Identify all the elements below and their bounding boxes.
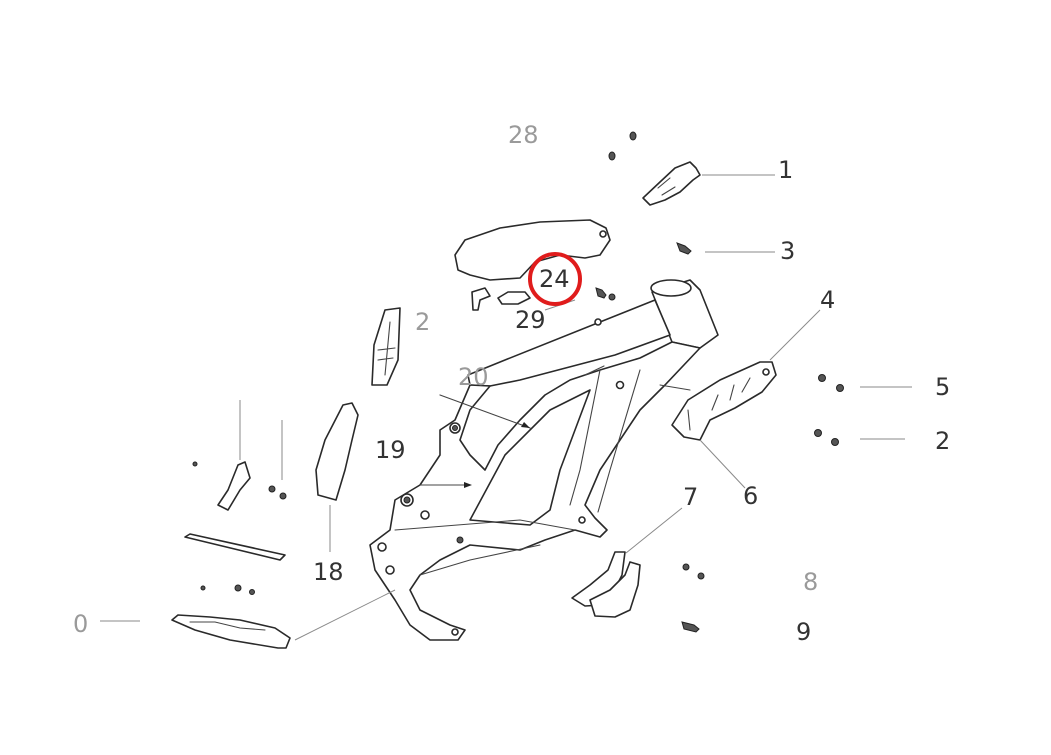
callout-28[interactable]: 28 xyxy=(508,121,539,149)
callout-3[interactable]: 3 xyxy=(780,237,795,265)
callout-24[interactable]: 24 xyxy=(539,265,570,293)
part-7-guards[interactable] xyxy=(571,507,683,618)
callout-1[interactable]: 1 xyxy=(778,156,793,184)
callout-29[interactable]: 29 xyxy=(515,306,546,334)
callout-21[interactable]: 2 xyxy=(415,308,430,336)
part-3-bolt[interactable] xyxy=(676,242,775,255)
part-29-clip[interactable] xyxy=(471,287,616,311)
callout-5[interactable]: 5 xyxy=(935,373,950,401)
callout-8[interactable]: 8 xyxy=(803,568,818,596)
part-8-9-fasteners[interactable] xyxy=(681,563,705,633)
callout-0[interactable]: 0 xyxy=(73,610,88,638)
callout-6[interactable]: 6 xyxy=(743,482,758,510)
part-0-skid-plate[interactable] xyxy=(100,589,396,649)
part-18-shield[interactable] xyxy=(315,402,359,552)
part-1-bracket[interactable] xyxy=(642,161,775,206)
callout-18[interactable]: 18 xyxy=(313,558,344,586)
callout-2[interactable]: 2 xyxy=(935,427,950,455)
callout-9[interactable]: 9 xyxy=(796,618,811,646)
part-5-nuts[interactable] xyxy=(818,374,913,392)
highlight-ring xyxy=(528,252,582,306)
bolt-row[interactable] xyxy=(200,584,255,595)
part-long-bar[interactable] xyxy=(184,533,286,561)
part-small-clip[interactable] xyxy=(192,400,287,511)
part-24-top-cover[interactable] xyxy=(454,219,611,281)
callout-19[interactable]: 19 xyxy=(375,436,406,464)
part-2-nuts[interactable] xyxy=(814,429,906,446)
part-4-6-bracket[interactable] xyxy=(671,309,821,489)
callout-7[interactable]: 7 xyxy=(683,483,698,511)
part-21-side-panel[interactable] xyxy=(371,307,401,386)
callout-20[interactable]: 20 xyxy=(458,363,489,391)
callout-4[interactable]: 4 xyxy=(820,286,835,314)
main-frame[interactable] xyxy=(369,279,719,641)
bolt-group-28[interactable] xyxy=(608,131,637,161)
